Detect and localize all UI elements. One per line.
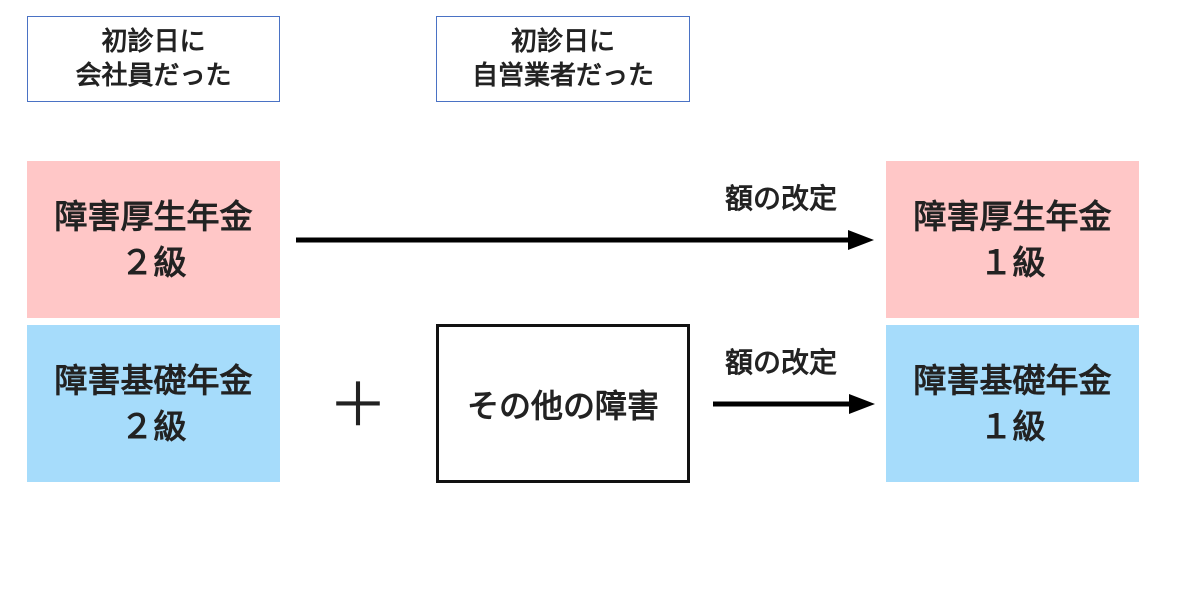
self-employed-label-line1: 初診日に xyxy=(510,27,615,57)
right-kosei-grade: １級 xyxy=(979,242,1046,282)
left-kosei-name: 障害厚生年金 xyxy=(54,196,253,236)
right-kiso-grade: １級 xyxy=(979,406,1046,446)
bottom-arrow xyxy=(713,394,875,414)
right-kiso-name: 障害基礎年金 xyxy=(913,360,1112,400)
self-employed-label-line2: 自営業者だった xyxy=(471,61,654,91)
employee-label-line2: 会社員だった xyxy=(75,61,232,91)
self-employed-label-box: 初診日に 自営業者だった xyxy=(436,16,690,102)
left-kosei-grade: ２級 xyxy=(120,242,187,282)
right-kosei-box: 障害厚生年金 １級 xyxy=(886,161,1139,318)
employee-label-line1: 初診日に xyxy=(101,27,206,57)
left-kosei-box: 障害厚生年金 ２級 xyxy=(27,161,280,318)
employee-label-box: 初診日に 会社員だった xyxy=(27,16,280,102)
left-kiso-name: 障害基礎年金 xyxy=(54,360,253,400)
bottom-arrow-label: 額の改定 xyxy=(725,346,838,379)
left-kiso-box: 障害基礎年金 ２級 xyxy=(27,325,280,482)
other-disability-box: その他の障害 xyxy=(436,324,690,483)
plus-sign: ＋ xyxy=(328,371,388,441)
other-disability-label: その他の障害 xyxy=(466,386,659,425)
top-arrow xyxy=(296,230,874,250)
left-kiso-grade: ２級 xyxy=(120,406,187,446)
right-kiso-box: 障害基礎年金 １級 xyxy=(886,325,1139,482)
right-kosei-name: 障害厚生年金 xyxy=(913,196,1112,236)
top-arrow-label: 額の改定 xyxy=(725,182,838,215)
